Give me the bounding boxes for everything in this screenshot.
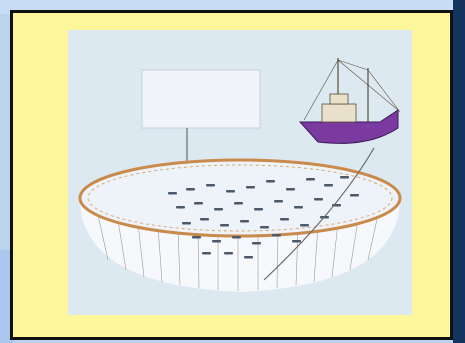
fishing-ship <box>300 58 400 143</box>
illustration-svg <box>68 30 412 315</box>
right-dark-edge <box>453 0 465 343</box>
net-rim <box>80 160 400 236</box>
label-box <box>142 70 260 128</box>
fishing-net-illustration <box>68 30 412 315</box>
